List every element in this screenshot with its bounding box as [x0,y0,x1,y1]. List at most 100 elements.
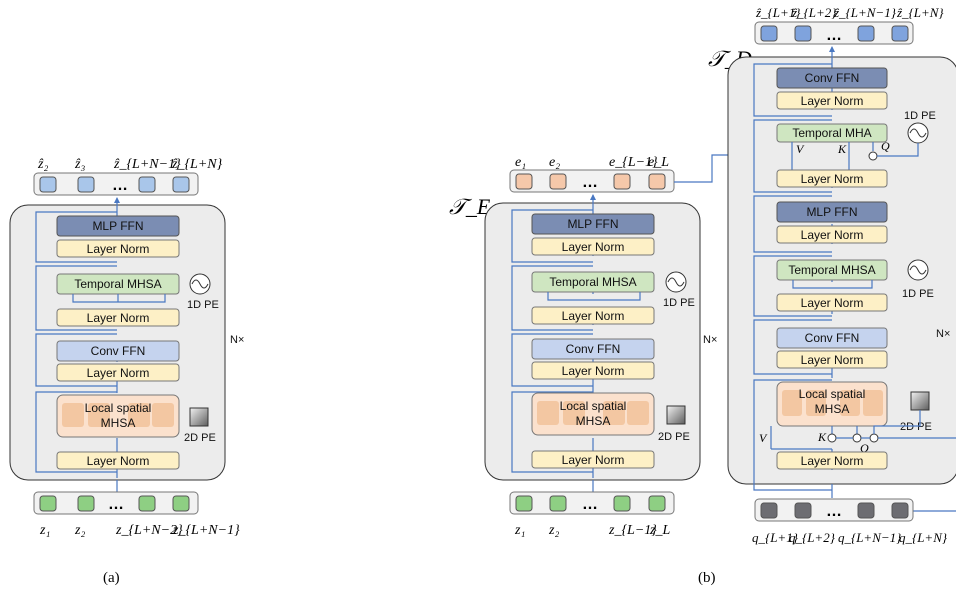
layer-norm-label: Layer Norm [801,353,864,367]
layer-norm-block [531,237,655,256]
sine-wave-icon-path [909,128,927,138]
conv-ffn-label: Conv FFN [91,344,146,358]
ellipsis: … [826,503,842,520]
query-token [794,502,812,519]
query-label: Q [881,139,890,153]
local-window [603,401,625,425]
encoder-output-token [613,173,631,190]
layer-norm-block [56,363,180,382]
layer-norm-label: Layer Norm [87,311,150,325]
layer-norm-block [776,169,888,188]
decoder-output-token [794,25,812,42]
layer-norm-block [776,350,888,369]
output-token-label: ẑ₃ [74,157,85,172]
output-token [39,176,57,193]
encoder-output-token [648,173,666,190]
local-spatial-label: MHSA [576,414,611,428]
conv-ffn-block [531,338,655,360]
query-token [891,502,909,519]
query-token-label: q_{L+2} [789,530,836,545]
layer-norm-label: Layer Norm [562,240,625,254]
local-window [782,390,802,416]
temporal-mha-block [776,123,888,143]
encoder-input-token [549,495,567,512]
query-label: Q [860,441,869,455]
layer-norm-label: Layer Norm [87,366,150,380]
conv-ffn-label: Conv FFN [566,342,621,356]
query-token [760,502,778,519]
panel-a: … ẑ₂ ẑ₃ ẑ_{L+N−1} ẑ_{L+N} MLP FFN Layer … [9,157,244,586]
local-window [840,390,860,416]
input-token [77,495,95,512]
output-token-label: ẑ_{L+N} [171,157,223,172]
encoder-name: 𝒯_E [449,194,491,219]
encoder-output-token [549,173,567,190]
pe-2d-label: 2D PE [900,421,932,433]
input-token [138,495,156,512]
conv-ffn-top-label: Conv FFN [805,71,860,85]
local-window [863,390,883,416]
decoder-output-label: ẑ_{L+N} [896,5,944,20]
local-spatial-label: MHSA [101,416,136,430]
add-node [827,433,837,443]
ellipsis: … [108,496,124,513]
encoder-input-label: z_{L−1} [608,523,657,538]
local-spatial-label: Local spatial [799,387,866,401]
query-token-label: q_{L+N−1} [838,530,902,545]
local-window [806,390,826,416]
output-token-label: ẑ_{L+N−1} [113,157,181,172]
panel-b-encoder: 𝒯_E … e₁ e₂ e_{L−1} e_L MLP FFN Layer No… [449,154,956,586]
conv-ffn-block [56,340,180,362]
temporal-mhsa-block [776,259,888,281]
local-window [152,403,174,427]
layer-norm-block [531,306,655,325]
input-token [39,495,57,512]
mlp-ffn-label: MLP FFN [806,205,857,219]
layer-norm-label: Layer Norm [87,242,150,256]
layer-norm-block [56,451,180,470]
layer-norm-label: Layer Norm [801,228,864,242]
ellipsis: … [582,174,598,191]
value-label: V [796,142,805,156]
input-token-label: z₂ [74,523,85,538]
decoder-output-label: ẑ_{L+2} [791,5,837,20]
output-token [172,176,190,193]
temporal-mhsa-label: Temporal MHSA [549,275,636,289]
layer-norm-block [776,91,888,110]
mlp-ffn-block [531,213,655,235]
input-token-label: z₁ [39,523,50,538]
gradient-square-icon [666,405,686,425]
key-label: K [837,142,847,156]
conv-ffn-top-block [776,67,888,89]
caption-b: (b) [698,570,716,586]
query-token-label: q_{L+1} [752,530,799,545]
layer-norm-label: Layer Norm [87,454,150,468]
ellipsis: … [826,27,842,44]
input-token-label: z_{L+N−1} [172,523,240,538]
query-token [857,502,875,519]
sine-wave-icon-path [191,279,209,289]
layer-norm-block [776,451,888,470]
layer-norm-label: Layer Norm [801,94,864,108]
encoder-output-label: e_L [648,155,669,170]
decoder-output-token [857,25,875,42]
layer-norm-block [531,450,655,469]
pe-1d-label: 1D PE [187,299,219,311]
query-token-label: q_{L+N} [899,530,948,545]
input-token [172,495,190,512]
input-token-strip [33,491,199,515]
output-token [77,176,95,193]
layer-norm-block [56,308,180,327]
layer-norm-label: Layer Norm [801,454,864,468]
layer-norm-label: Layer Norm [801,296,864,310]
layer-norm-label: Layer Norm [562,309,625,323]
local-spatial-label: Local spatial [560,399,627,413]
sine-wave-icon-path [909,265,927,275]
output-token-label: ẑ₂ [37,157,48,172]
pe-1d-label: 1D PE [904,110,936,122]
gradient-square-icon [910,391,930,411]
pe-1d-label: 1D PE [663,297,695,309]
layer-norm-block [776,293,888,312]
temporal-mhsa-label: Temporal MHSA [74,277,161,291]
local-window [537,401,559,425]
